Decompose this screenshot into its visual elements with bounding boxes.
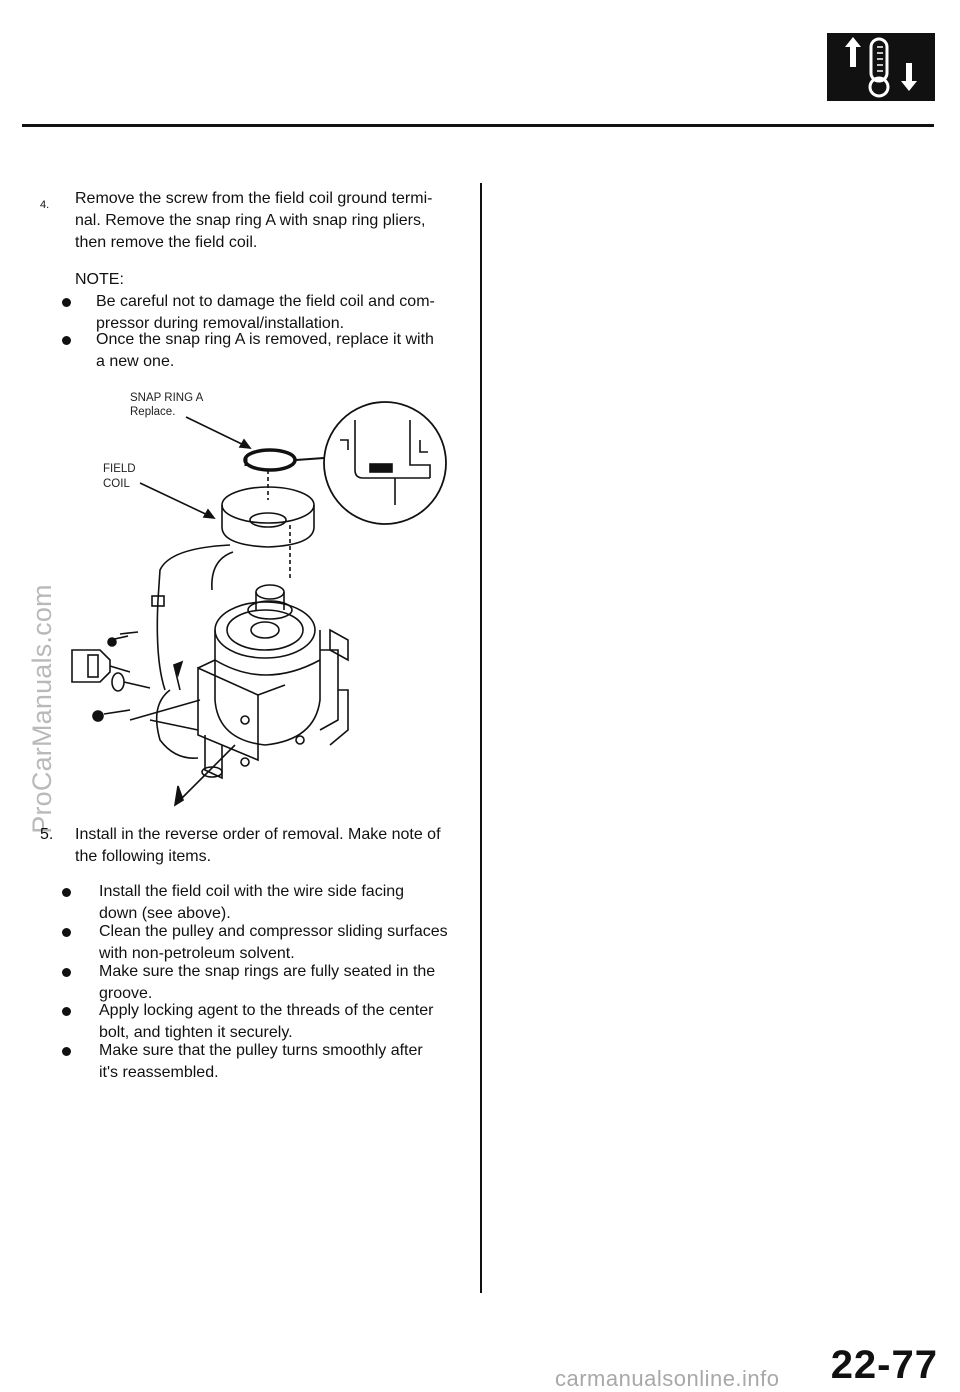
note-bullet-line: Be careful not to damage the field coil … xyxy=(96,293,435,310)
side-watermark: ProCarManuals.com xyxy=(27,584,57,834)
install-bullet-line: groove. xyxy=(99,985,153,1002)
install-bullet-line: it's reassembled. xyxy=(99,1064,219,1081)
column-divider xyxy=(480,183,482,1293)
step-text-line: then remove the field coil. xyxy=(75,234,258,251)
step-text-line: Install in the reverse order of removal.… xyxy=(75,826,441,843)
install-bullet-line: Install the field coil with the wire sid… xyxy=(99,883,405,900)
step-text-line: nal. Remove the snap ring A with snap ri… xyxy=(75,212,426,229)
bullet-icon xyxy=(62,336,71,345)
bullet-icon xyxy=(62,968,71,977)
page-number: 22-77 xyxy=(830,1343,938,1387)
note-bullet-line: pressor during removal/installation. xyxy=(96,315,345,332)
snap-ring-callout: SNAP RING A xyxy=(130,392,204,404)
step-text-line: Remove the screw from the field coil gro… xyxy=(75,190,433,207)
note-bullet-line: a new one. xyxy=(96,353,175,370)
note-bullet-line: Once the snap ring A is removed, replace… xyxy=(96,331,434,348)
bullet-icon xyxy=(62,298,71,307)
header-rule xyxy=(22,124,934,127)
step-number: 5. xyxy=(40,826,54,843)
field-coil-callout: FIELD xyxy=(103,463,136,475)
field-coil-callout: COIL xyxy=(103,478,130,490)
step-text-line: the following items. xyxy=(75,848,212,865)
install-bullet-line: Make sure the snap rings are fully seate… xyxy=(99,963,436,980)
snap-ring-note: Replace. xyxy=(130,406,176,418)
bullet-icon xyxy=(62,888,71,897)
install-bullet-line: Clean the pulley and compressor sliding … xyxy=(99,923,448,940)
note-heading: NOTE: xyxy=(75,271,124,288)
install-bullet-line: Make sure that the pulley turns smoothly… xyxy=(99,1042,423,1059)
install-bullet-line: down (see above). xyxy=(99,905,231,922)
footer-watermark: carmanualsonline.info xyxy=(555,1366,780,1392)
bullet-icon xyxy=(62,1047,71,1056)
install-bullet-line: with non-petroleum solvent. xyxy=(99,945,295,962)
install-bullet-line: Apply locking agent to the threads of th… xyxy=(99,1002,434,1019)
bullet-icon xyxy=(62,928,71,937)
bullet-icon xyxy=(62,1007,71,1016)
compressor-exploded-view xyxy=(60,395,460,815)
climate-control-icon xyxy=(827,33,935,101)
install-bullet-line: bolt, and tighten it securely. xyxy=(99,1024,293,1041)
step-number: 4. xyxy=(40,199,50,211)
